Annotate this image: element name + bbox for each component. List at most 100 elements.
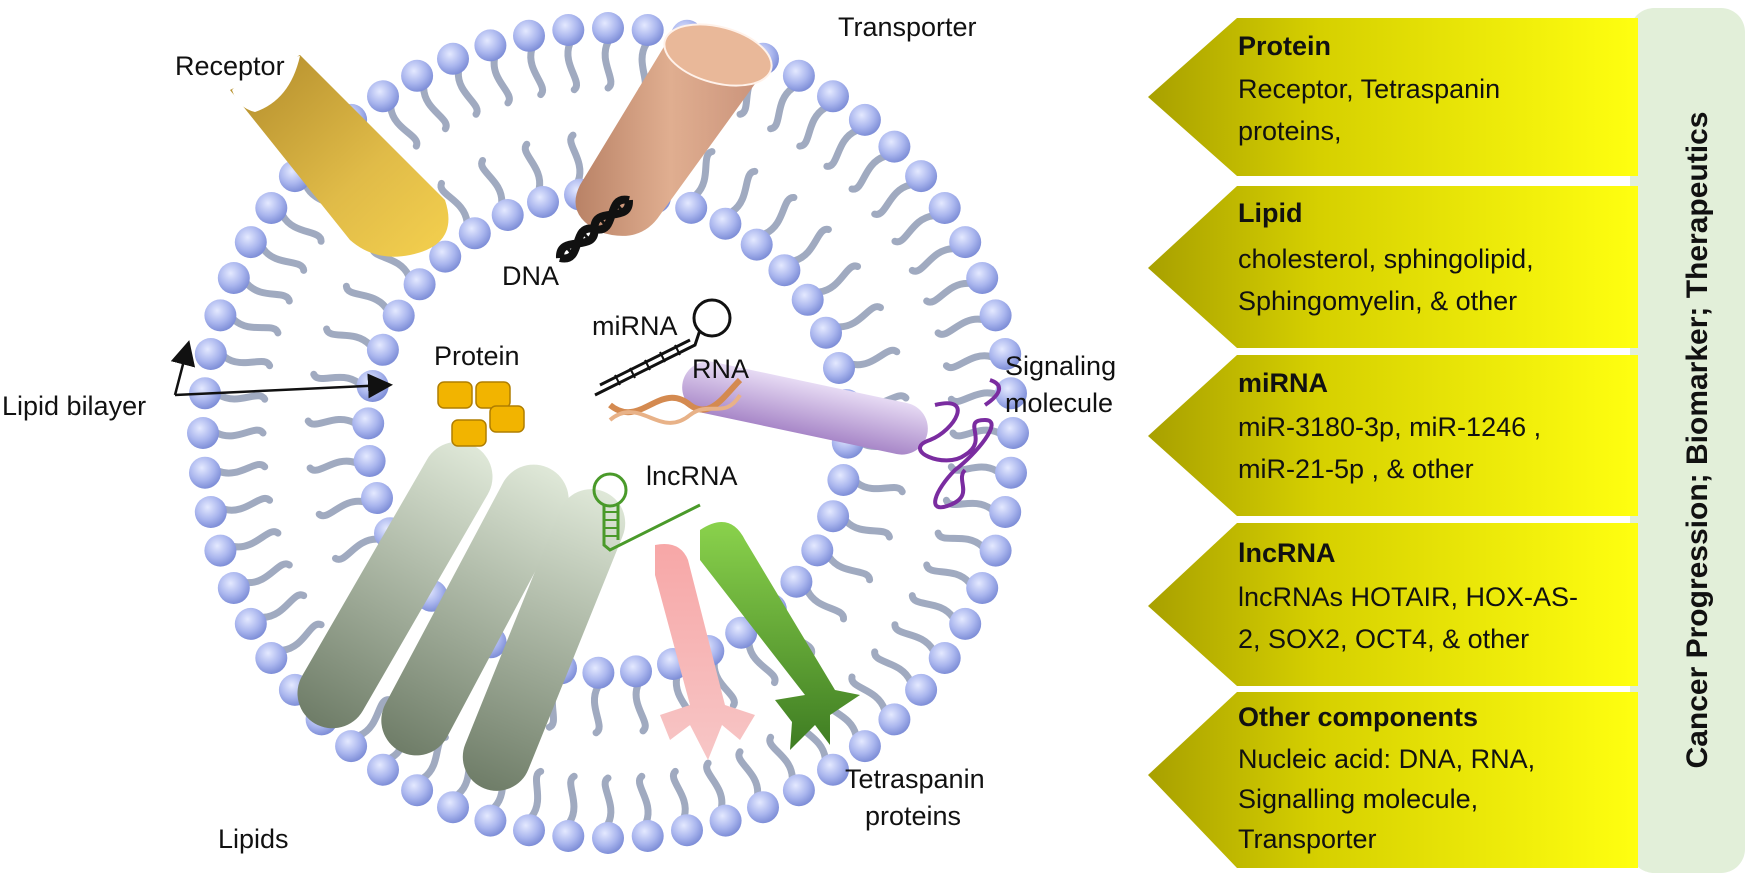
lipid-tail bbox=[304, 415, 358, 428]
label-lipids: Lipids bbox=[218, 824, 289, 854]
component-panels: Protein Receptor, Tetraspanin proteins, … bbox=[1148, 18, 1638, 868]
panel-title: Other components bbox=[1238, 702, 1478, 732]
panel-line: Signalling molecule, bbox=[1238, 784, 1478, 814]
lipid-tail bbox=[692, 148, 716, 199]
panel-line: lncRNAs HOTAIR, HOX-AS- bbox=[1238, 582, 1578, 612]
lipid-tail bbox=[420, 84, 450, 133]
lipid-head bbox=[878, 703, 911, 736]
lipid-tail bbox=[942, 352, 995, 372]
lipid-tail bbox=[947, 463, 1001, 475]
lipid-head bbox=[437, 791, 469, 824]
side-label: Cancer Progression; Biomarker; Therapeut… bbox=[1681, 112, 1714, 769]
lipid-tail bbox=[934, 315, 986, 338]
lipid-tail bbox=[632, 681, 649, 735]
lipid-head bbox=[194, 496, 227, 528]
lipid-head bbox=[768, 254, 801, 287]
lipid-tail bbox=[803, 586, 847, 623]
lipid-tail bbox=[259, 245, 308, 274]
lipid-head bbox=[204, 299, 237, 332]
lipid-head bbox=[234, 607, 267, 640]
lipid-head bbox=[782, 774, 815, 807]
lipid-head bbox=[801, 534, 834, 567]
lipid-head bbox=[878, 130, 911, 163]
lipid-head bbox=[366, 333, 399, 366]
lipid-tail bbox=[213, 426, 267, 440]
lipid-head bbox=[675, 191, 708, 224]
lipid-head bbox=[631, 14, 664, 46]
lipid-head bbox=[827, 464, 860, 496]
lipid-tail bbox=[221, 494, 274, 514]
label-lipid-bilayer: Lipid bilayer bbox=[2, 391, 146, 421]
panel-title: Protein bbox=[1238, 31, 1331, 61]
lipid-tail bbox=[342, 282, 390, 313]
lipid-tail bbox=[259, 591, 308, 621]
lipid-head bbox=[817, 753, 849, 786]
lipid-tail bbox=[437, 179, 471, 226]
lipid-head bbox=[429, 240, 462, 273]
lipid-tail bbox=[279, 212, 325, 245]
panel-line: miR-21-5p , & other bbox=[1238, 454, 1474, 484]
tetraspanin-shapes bbox=[655, 522, 860, 760]
lipid-head bbox=[367, 80, 399, 113]
lipid-tail bbox=[454, 68, 481, 118]
label-tetraspanin-line2: proteins bbox=[865, 801, 961, 831]
panel-title: Lipid bbox=[1238, 198, 1302, 228]
lipid-tail bbox=[279, 620, 325, 654]
lipid-head bbox=[592, 822, 624, 854]
lipid-head bbox=[401, 774, 434, 807]
lipids-shapes bbox=[297, 441, 626, 791]
lipid-tail bbox=[871, 181, 914, 218]
lipid-head bbox=[740, 228, 773, 261]
lipid-head bbox=[552, 14, 585, 46]
lipid-tail bbox=[243, 560, 293, 587]
lipid-head bbox=[709, 207, 742, 240]
panel-line: Receptor, Tetraspanin bbox=[1238, 74, 1500, 104]
lipid-head bbox=[905, 160, 938, 193]
label-rna: RNA bbox=[692, 354, 749, 384]
lipid-tail bbox=[735, 748, 762, 798]
lipid-tail bbox=[669, 767, 689, 820]
lipid-tail bbox=[848, 673, 888, 713]
lipid-tail bbox=[835, 303, 884, 331]
label-mirna: miRNA bbox=[592, 311, 678, 341]
lipid-tail bbox=[934, 529, 986, 550]
lipid-tail bbox=[942, 496, 995, 513]
lipid-head bbox=[491, 199, 524, 231]
label-signaling-line2: molecule bbox=[1005, 388, 1113, 418]
lipid-tail bbox=[891, 621, 937, 654]
label-lncrna: lncRNA bbox=[646, 461, 738, 491]
lipid-head bbox=[810, 316, 842, 349]
panel-mirna: miRNA miR-3180-3p, miR-1246 , miR-21-5p … bbox=[1148, 355, 1638, 516]
panel-line: Nucleic acid: DNA, RNA, bbox=[1238, 744, 1535, 774]
lipid-head bbox=[782, 59, 815, 92]
lipid-head bbox=[217, 572, 250, 604]
lipid-tail bbox=[796, 104, 829, 150]
lipid-tail bbox=[323, 325, 374, 349]
lipid-head bbox=[187, 417, 219, 449]
transporter-shape bbox=[575, 23, 773, 236]
lipid-tail bbox=[332, 535, 381, 563]
lipid-head bbox=[966, 572, 999, 604]
lipid-tail bbox=[310, 370, 363, 387]
lipid-head bbox=[949, 226, 982, 259]
lipid-head bbox=[905, 673, 938, 706]
lipid-head bbox=[631, 820, 664, 852]
lipid-head bbox=[817, 80, 849, 113]
label-tetraspanin-line1: Tetraspanin bbox=[845, 764, 985, 794]
lipid-tail bbox=[230, 316, 282, 337]
lipid-tail bbox=[601, 38, 615, 92]
mirna-hairpin-icon bbox=[594, 298, 732, 397]
lipid-head bbox=[437, 42, 469, 75]
lipid-tail bbox=[849, 346, 901, 369]
lipid-head bbox=[823, 352, 855, 384]
lipid-tail bbox=[527, 46, 547, 99]
panel-title: lncRNA bbox=[1238, 538, 1336, 568]
lipid-head bbox=[458, 217, 491, 250]
lipid-tail bbox=[923, 279, 973, 306]
lipid-tail bbox=[221, 353, 274, 370]
protein-blocks bbox=[437, 381, 525, 447]
panel-other-components: Other components Nucleic acid: DNA, RNA,… bbox=[1148, 692, 1638, 868]
panel-line: proteins, bbox=[1238, 116, 1342, 146]
lipid-head bbox=[949, 607, 982, 640]
